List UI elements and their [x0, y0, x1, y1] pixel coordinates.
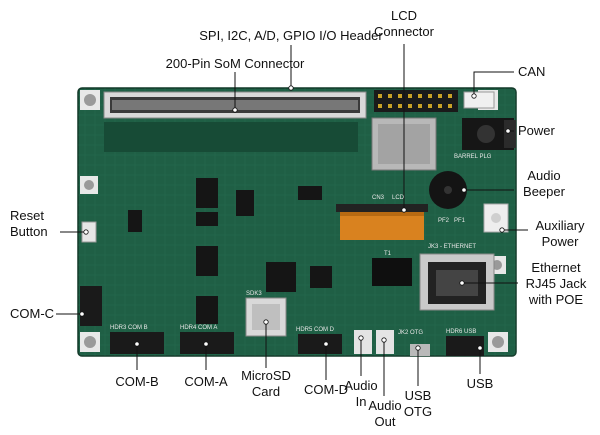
label-power: Power [518, 123, 555, 138]
label-sd-line1: MicroSD [241, 368, 291, 383]
label-aux-line1: Auxiliary [535, 218, 585, 233]
label-com-c: COM-C [10, 306, 55, 321]
com-c-header [80, 286, 102, 326]
label-sd-line2: Card [251, 384, 281, 399]
label-beeper-line1: Audio [527, 168, 561, 183]
label-audio-beeper: Audio Beeper [514, 168, 574, 200]
label-aout-line1: Audio [368, 398, 402, 413]
label-usb-otg: USB OTG [398, 388, 438, 420]
beeper [429, 171, 467, 209]
silkscreen: CN3 LCD JK3 - ETHERNET BARREL PLG HDR3 C… [110, 154, 492, 336]
label-eth-line1: Ethernet [531, 260, 581, 275]
label-eth-line3: with POE [528, 292, 584, 307]
label-spi-header: SPI, I2C, A/D, GPIO I/O Header [199, 28, 383, 43]
power-jack [462, 118, 516, 150]
leader-dots [79, 85, 511, 351]
label-otg-line1: USB [404, 388, 432, 403]
silk-pf1: PF1 [454, 218, 466, 224]
label-audio-in: Audio In [338, 378, 384, 410]
label-reset-line1: Reset [10, 208, 44, 223]
integrated-circuits [128, 178, 332, 324]
label-ethernet: Ethernet RJ45 Jack with POE [518, 260, 594, 308]
silk-hdr3: HDR3 COM B [110, 325, 148, 331]
label-aux-line2: Power [541, 234, 579, 249]
label-lcd-connector: LCD Connector [374, 8, 434, 40]
label-reset-button: Reset Button [10, 208, 48, 240]
label-lcd-line2: Connector [374, 24, 434, 39]
label-aout-line2: Out [374, 414, 396, 429]
label-microsd: MicroSD Card [236, 368, 296, 400]
label-beeper-line2: Beeper [523, 184, 565, 199]
label-lcd-line1: LCD [390, 8, 417, 23]
label-com-a: COM-A [184, 374, 228, 389]
transformer-t1 [372, 258, 412, 286]
lcd-flex-connector [336, 204, 428, 240]
label-com-b: COM-B [115, 374, 159, 389]
can-connector [463, 91, 495, 109]
label-ain-line1: Audio [344, 378, 378, 393]
silk-pf2: PF2 [438, 218, 450, 224]
silk-t1: T1 [384, 251, 392, 257]
aux-power-connector [483, 203, 509, 233]
label-otg-line2: OTG [403, 404, 433, 419]
silk-lcd: LCD [392, 195, 405, 201]
silk-hdr4: HDR4 COM A [180, 325, 217, 331]
label-can: CAN [518, 64, 546, 79]
leader-lines [56, 44, 528, 396]
label-ain-line2: In [355, 394, 367, 409]
label-auxiliary-power: Auxiliary Power [526, 218, 594, 250]
label-som-connector: 200-Pin SoM Connector [165, 56, 305, 71]
label-reset-line2: Button [10, 224, 48, 239]
silk-jk3: JK3 - ETHERNET [428, 244, 476, 250]
silk-hdr6: HDR6 USB [446, 329, 476, 335]
label-audio-out: Audio Out [362, 398, 408, 430]
silk-cn3: CN3 [372, 195, 385, 201]
silk-barrel: BARREL PLG [454, 154, 492, 160]
label-usb: USB [466, 376, 494, 391]
silk-jk2: JK2 OTG [398, 330, 423, 336]
silk-sdk3: SDK3 [246, 291, 262, 297]
label-com-d: COM-D [303, 382, 349, 397]
ethernet-jack [419, 253, 495, 311]
gpio-header [374, 90, 458, 112]
label-eth-line2: RJ45 Jack [525, 276, 587, 291]
silk-hdr5: HDR5 COM D [296, 327, 335, 333]
